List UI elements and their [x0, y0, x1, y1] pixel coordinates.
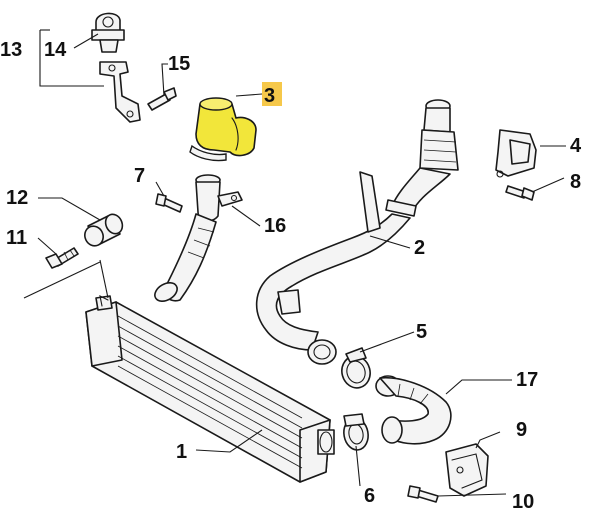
- callout-5: 5: [416, 321, 427, 343]
- callout-3: 3: [264, 85, 275, 107]
- callout-9: 9: [516, 419, 527, 441]
- callout-7: 7: [134, 165, 145, 187]
- callout-8: 8: [570, 171, 581, 193]
- part-1-intercooler: [85, 295, 335, 483]
- part-13-bracket: [99, 61, 141, 123]
- part-15-bolt: [147, 87, 177, 111]
- part-12-bushing: [84, 213, 124, 247]
- callout-4: 4: [570, 135, 582, 157]
- callout-1: 1: [176, 441, 187, 463]
- part-6-clamp: [343, 413, 369, 451]
- callout-12: 12: [6, 187, 28, 209]
- part-11-bolt: [45, 247, 79, 269]
- part-16-pipe: [154, 174, 243, 302]
- part-5-clamp: [341, 347, 371, 389]
- callout-13: 13: [0, 39, 22, 61]
- callout-17: 17: [516, 369, 538, 391]
- part-3-elbow-hose: [189, 97, 257, 162]
- callout-16: 16: [264, 215, 286, 237]
- callout-14: 14: [44, 39, 67, 61]
- part-17-hose: [375, 375, 452, 445]
- part-2-long-pipe: [255, 99, 459, 365]
- part-14-clamp: [91, 12, 125, 53]
- part-7-bolt: [155, 193, 183, 213]
- leader-lines: [23, 29, 566, 497]
- callout-2: 2: [414, 237, 425, 259]
- part-8-bolt: [505, 185, 535, 201]
- part-10-bolt: [407, 485, 439, 503]
- callout-3-highlight: [262, 82, 282, 106]
- part-4-bracket: [495, 129, 537, 178]
- callout-10: 10: [512, 491, 534, 513]
- callout-15: 15: [168, 53, 190, 75]
- callout-labels: 13 14 15 3 4 7 8 12 16 11 2 5 17 9 1 6 1…: [0, 39, 582, 513]
- callout-11: 11: [6, 227, 27, 249]
- callout-6: 6: [364, 485, 375, 507]
- part-9-bracket: [445, 443, 489, 497]
